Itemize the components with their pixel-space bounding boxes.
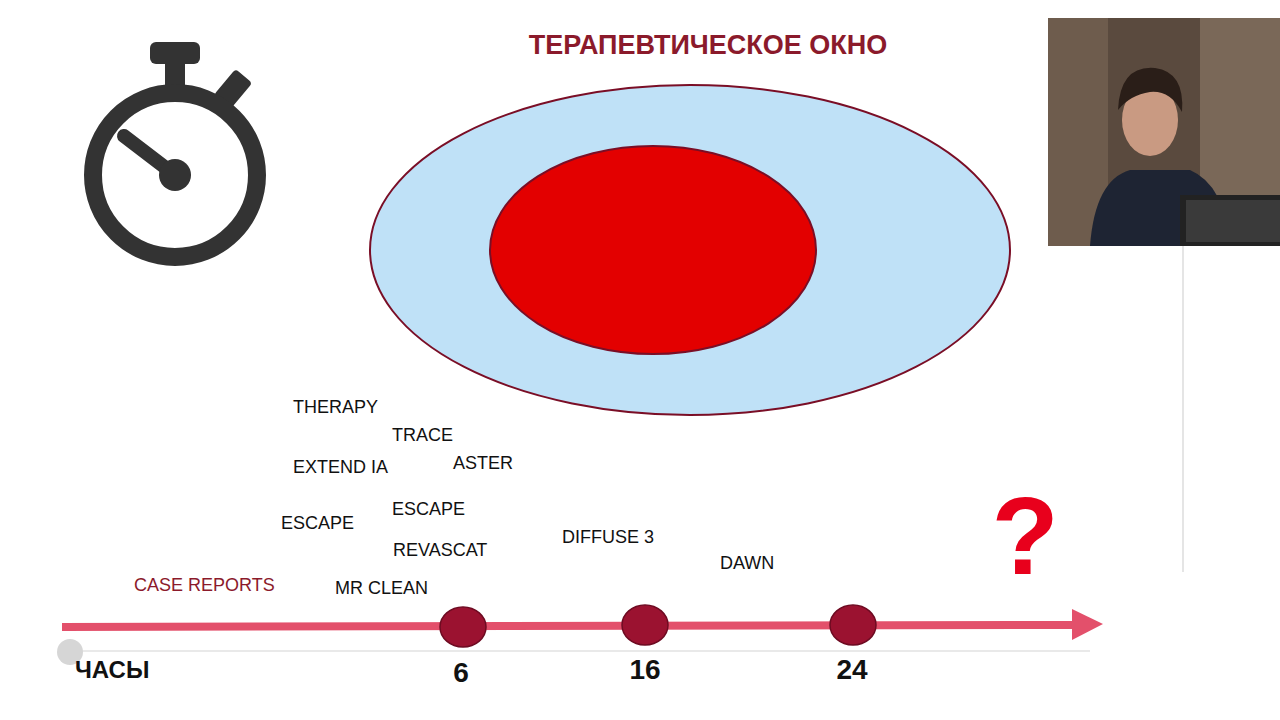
question-mark: ? (991, 475, 1058, 596)
hour-tick: 24 (836, 655, 867, 686)
timeline-dot (830, 605, 876, 645)
trial-name: MR CLEAN (335, 579, 428, 599)
hour-tick: 16 (629, 655, 660, 686)
axis-unit: ЧАСЫ (75, 657, 149, 683)
timeline-dot (440, 607, 486, 647)
trial-name: THERAPY (293, 398, 378, 418)
speaker-video (1048, 18, 1280, 246)
case-reports-label: CASE REPORTS (134, 576, 275, 596)
trial-name: ESCAPE (281, 514, 354, 534)
trial-name: REVASCAT (393, 541, 487, 561)
hour-tick: 6 (453, 658, 469, 689)
stopwatch-icon (93, 42, 257, 257)
slide-title: ТЕРАПЕВТИЧЕСКОЕ ОКНО (529, 31, 888, 61)
trial-name: EXTEND IA (293, 458, 388, 478)
trial-name: DIFFUSE 3 (562, 528, 654, 548)
trial-name: ASTER (453, 454, 513, 474)
trial-name: TRACE (392, 426, 453, 446)
penumbra-ellipse (370, 85, 1010, 415)
divider-line (1182, 246, 1184, 572)
trial-name: DAWN (720, 554, 774, 574)
timeline-arrow (62, 625, 1076, 627)
core-ellipse (490, 146, 816, 354)
baseline (70, 650, 1090, 652)
trial-name: ESCAPE (392, 500, 465, 520)
timeline-dot (622, 605, 668, 645)
arrowhead (1072, 609, 1103, 640)
